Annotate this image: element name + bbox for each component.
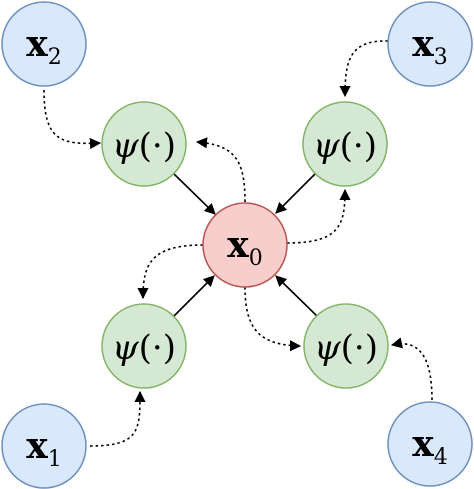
psi-node-topleft-circle <box>101 101 187 187</box>
psi-node-topleft: ψ(·) <box>101 101 187 187</box>
psi-node-topright-args: (·) <box>340 126 377 166</box>
node-x2-circle <box>1 1 87 87</box>
svg-text:ψ(·): ψ(·) <box>112 328 176 368</box>
psi-node-bottomleft-circle <box>101 303 187 389</box>
node-x4-label: x <box>412 423 434 465</box>
node-x0-circle <box>202 202 288 288</box>
node-x1-label: x <box>26 425 48 467</box>
psi-node-topright-symbol: ψ <box>313 126 340 166</box>
dotted-arrow-x3-to-psi-topright <box>339 40 389 98</box>
node-x1-subscript: 1 <box>48 447 62 472</box>
dotted-arrow-x0-to-psi-topright <box>286 188 351 244</box>
psi-node-bottomleft-args: (·) <box>139 328 176 368</box>
svg-text:x1: x1 <box>26 425 61 472</box>
dotted-arrow-x1-to-psi-bottomleft <box>89 390 146 447</box>
psi-node-topright: ψ(·) <box>302 101 388 187</box>
svg-text:x3: x3 <box>412 23 447 70</box>
psi-node-bottomright-args: (·) <box>341 328 378 368</box>
svg-text:x4: x4 <box>412 423 447 470</box>
psi-node-bottomright-symbol: ψ <box>314 328 341 368</box>
node-x2-label: x <box>26 23 48 65</box>
node-x4-subscript: 4 <box>434 445 448 470</box>
psi-node-bottomleft: ψ(·) <box>101 303 187 389</box>
node-x1-circle <box>1 403 87 489</box>
dotted-arrow-x0-to-psi-topleft <box>195 137 246 203</box>
psi-node-bottomright: ψ(·) <box>303 303 389 389</box>
svg-text:ψ(·): ψ(·) <box>112 126 176 166</box>
node-x0-label: x <box>227 224 249 266</box>
solid-arrow-psi-topleft-to-x0 <box>172 172 216 215</box>
dotted-arrow-x0-to-psi-bottomright <box>244 286 302 352</box>
psi-node-topright-circle <box>302 101 388 187</box>
node-x3: x3 <box>387 1 473 87</box>
node-x2: x2 <box>1 1 87 87</box>
svg-text:ψ(·): ψ(·) <box>313 126 377 166</box>
psi-node-bottomleft-symbol: ψ <box>112 328 139 368</box>
node-x3-subscript: 3 <box>434 45 448 70</box>
psi-node-topleft-symbol: ψ <box>112 126 139 166</box>
psi-node-topleft-args: (·) <box>139 126 176 166</box>
solid-arrow-psi-bottomleft-to-x0 <box>172 275 215 318</box>
node-x1: x1 <box>1 403 87 489</box>
svg-text:x2: x2 <box>26 23 61 70</box>
solid-arrow-psi-bottomright-to-x0 <box>275 275 320 319</box>
node-x4-circle <box>387 401 473 487</box>
dotted-arrow-x4-to-psi-bottomright <box>390 337 433 401</box>
svg-text:ψ(·): ψ(·) <box>314 328 378 368</box>
dotted-arrow-x0-to-psi-bottomleft <box>137 244 204 300</box>
node-x4: x4 <box>387 401 473 487</box>
dotted-arrow-x2-to-psi-topleft <box>43 89 102 150</box>
node-x3-label: x <box>412 23 434 65</box>
node-x3-circle <box>387 1 473 87</box>
node-x0-subscript: 0 <box>249 246 263 271</box>
psi-node-bottomright-circle <box>303 303 389 389</box>
node-x2-subscript: 2 <box>48 45 62 70</box>
node-x0: x0 <box>202 202 288 288</box>
solid-arrow-psi-topright-to-x0 <box>275 172 317 214</box>
svg-text:x0: x0 <box>227 224 262 271</box>
